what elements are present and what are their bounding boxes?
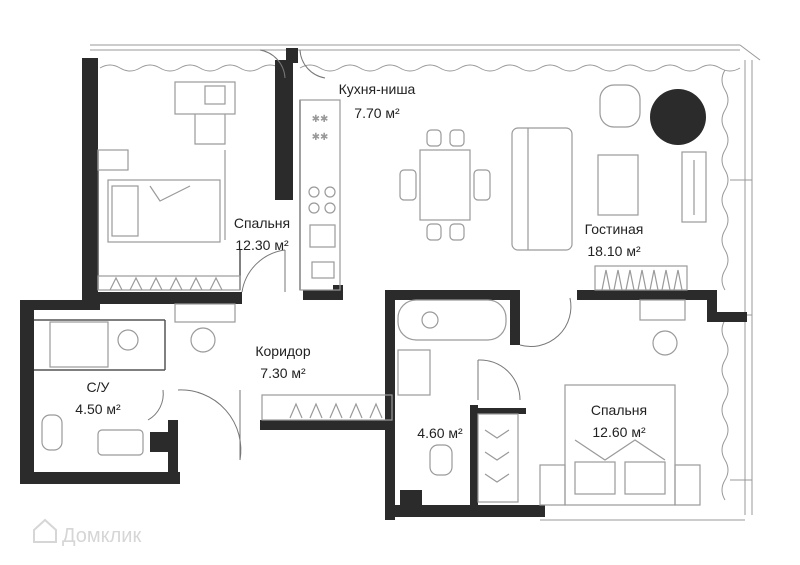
bathroom1-area: 4.50 м² (75, 401, 121, 417)
kitchen-furniture: ✱✱ ✱✱ (299, 99, 341, 291)
bathroom1-name: С/У (87, 379, 110, 395)
corridor-furniture (174, 303, 393, 421)
round-table (650, 89, 706, 145)
bedroom1-name: Спальня (234, 215, 290, 231)
bathroom2-fixtures (397, 299, 519, 503)
kitchen-area: 7.70 м² (354, 105, 400, 121)
bedroom1-area: 12.30 м² (235, 237, 289, 253)
corridor-name: Коридор (255, 343, 311, 359)
kitchen-name: Кухня-ниша (339, 81, 416, 97)
watermark-text: Домклик (62, 525, 141, 547)
bedroom2-name: Спальня (591, 402, 647, 418)
house-logo-icon (33, 518, 57, 543)
walls (20, 48, 747, 520)
curtains (99, 64, 741, 501)
living-area: 18.10 м² (587, 243, 641, 259)
room-labels: Кухня-ниша 7.70 м² Спальня 12.30 м² Гост… (75, 81, 647, 441)
bedroom2-furniture (539, 299, 701, 506)
bedroom2-area: 12.60 м² (592, 424, 646, 440)
svg-text:✱✱: ✱✱ (312, 132, 329, 143)
corridor-area: 7.30 м² (260, 365, 306, 381)
living-furniture (399, 84, 707, 291)
watermark: Домклик (33, 518, 141, 547)
living-name: Гостиная (585, 221, 644, 237)
thin-walls (34, 100, 301, 371)
balcony-window-lines (90, 44, 761, 521)
bedroom1-furniture (97, 81, 241, 291)
bathroom2-area: 4.60 м² (417, 425, 463, 441)
svg-text:✱✱: ✱✱ (312, 114, 329, 125)
bathroom1-fixtures (41, 321, 144, 456)
doors (147, 49, 572, 461)
